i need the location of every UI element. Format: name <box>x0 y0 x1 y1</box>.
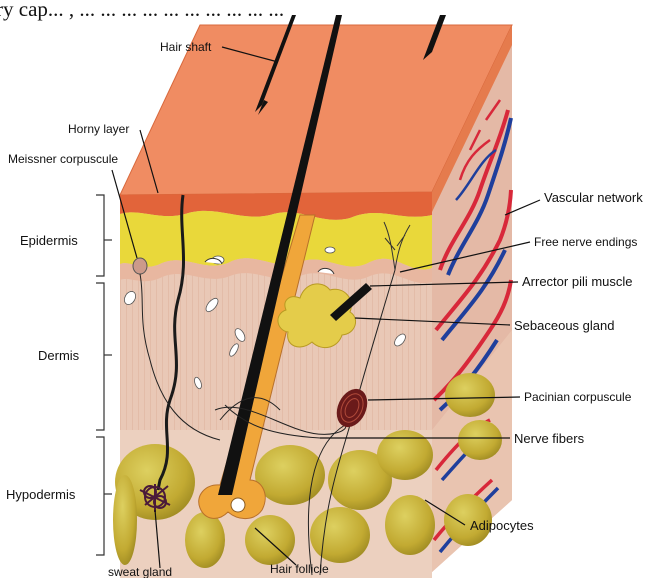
label-adipocytes: Adipocytes <box>470 518 534 533</box>
label-epidermis: Epidermis <box>20 233 78 248</box>
layer-braces <box>96 195 112 555</box>
fat-cell <box>458 420 502 460</box>
label-meissner-corpuscle: Meissner corpuscule <box>8 152 118 166</box>
label-sebaceous-gland: Sebaceous gland <box>514 318 614 333</box>
meissner-corpuscle <box>133 258 147 274</box>
skin-block <box>113 15 512 578</box>
fat-cell <box>113 475 137 565</box>
label-pacinian-corpuscle: Pacinian corpuscule <box>524 390 632 404</box>
label-arrector-pili-muscle: Arrector pili muscle <box>522 274 633 289</box>
label-nerve-fibers: Nerve fibers <box>514 431 585 446</box>
label-sweat-gland: sweat gland <box>108 565 172 578</box>
label-hair-follicle: Hair follicle <box>270 562 329 576</box>
label-free-nerve-endings: Free nerve endings <box>534 235 637 249</box>
hair-bulb-papilla <box>231 498 245 512</box>
label-vascular-network: Vascular network <box>544 190 643 205</box>
fat-cell <box>445 373 495 417</box>
label-hypodermis: Hypodermis <box>6 487 76 502</box>
fat-cell <box>310 507 370 563</box>
label-dermis: Dermis <box>38 348 80 363</box>
fat-cell <box>385 495 435 555</box>
header-text: ry cap... , ... ... ... ... ... ... ... … <box>0 0 284 21</box>
fat-cell <box>185 512 225 568</box>
label-horny-layer: Horny layer <box>68 122 129 136</box>
label-hair-shaft: Hair shaft <box>160 40 212 54</box>
